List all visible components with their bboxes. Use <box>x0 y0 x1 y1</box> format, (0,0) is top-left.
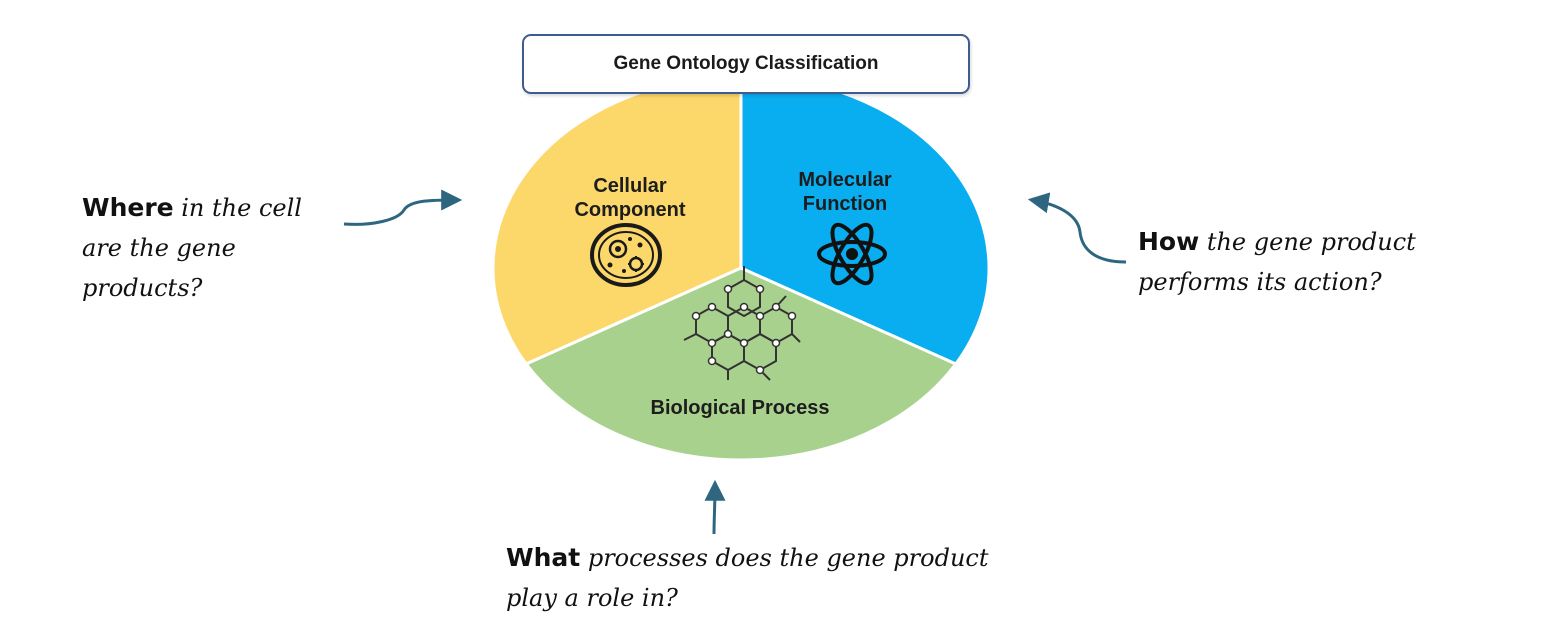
molecular-function-label-line2: Function <box>802 193 888 215</box>
how-line1: the gene product <box>1199 228 1416 256</box>
cellular-component-label-line2: Component <box>574 199 686 221</box>
diagram-title: Gene Ontology Classification <box>522 34 970 94</box>
where-line3: products? <box>82 274 203 302</box>
what-line2: play a role in? <box>506 584 678 612</box>
where-arrow <box>343 189 463 226</box>
biological-process-label: Biological Process <box>650 397 830 419</box>
what-keyword: What <box>506 543 581 572</box>
biological-process-segment <box>523 266 959 462</box>
how-keyword: How <box>1138 227 1200 256</box>
cellular-component-label-line1: Cellular <box>593 175 667 197</box>
atom-icon <box>817 222 887 286</box>
what-line1: processes does the gene product <box>580 544 989 572</box>
where-keyword: Where <box>82 193 174 222</box>
where-line1: in the cell <box>173 194 302 222</box>
molecular-function-label-line1: Molecular <box>798 169 892 191</box>
molecule-network-icon <box>683 266 801 381</box>
where-question: Where in the cell are the gene products? <box>82 188 362 308</box>
cellular-component-label: Cellular Component <box>540 174 720 222</box>
what-question: What processes does the gene product pla… <box>506 538 1066 618</box>
how-question: How the gene product performs its action… <box>1138 222 1498 302</box>
how-line2: performs its action? <box>1138 268 1382 296</box>
molecular-function-label: Molecular Function <box>755 168 935 216</box>
where-line2: are the gene <box>82 234 236 262</box>
how-arrow <box>1027 192 1127 264</box>
cell-icon <box>590 223 662 287</box>
what-arrow <box>704 479 726 535</box>
